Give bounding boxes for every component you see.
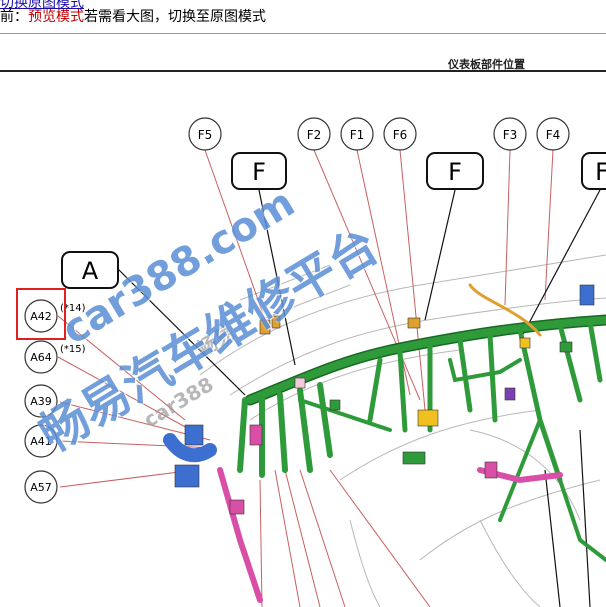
footnote-marker: (*15) bbox=[60, 344, 86, 355]
connector-circle-a41: A41 bbox=[24, 424, 58, 458]
connector-code: F3 bbox=[503, 128, 518, 142]
connector-circle-f5: F5 bbox=[188, 117, 222, 151]
callout-label: F bbox=[595, 158, 606, 186]
connector-circle-f3: F3 bbox=[493, 117, 527, 151]
callout-label: F bbox=[252, 158, 266, 186]
connector-circle-f6: F6 bbox=[383, 117, 417, 151]
connector-code: F1 bbox=[350, 128, 365, 142]
preview-notice: 前：预览模式若需看大图，切换至原图模式 bbox=[0, 6, 266, 26]
connector-code: F6 bbox=[393, 128, 408, 142]
connector-code: A41 bbox=[30, 435, 52, 448]
preview-mode-label: 预览模式 bbox=[28, 9, 84, 25]
callout-box-f-3: F bbox=[581, 152, 606, 190]
footnote-marker: (*14) bbox=[60, 303, 86, 314]
wire-harness bbox=[163, 283, 606, 603]
diagram-title: 仪表板部件位置 bbox=[448, 58, 525, 71]
connector-circle-f1: F1 bbox=[340, 117, 374, 151]
connector-circle-a42: A42 bbox=[24, 299, 58, 333]
connector-circle-f2: F2 bbox=[297, 117, 331, 151]
dashboard-outline bbox=[199, 254, 606, 607]
separator-line bbox=[0, 33, 606, 34]
connector-circle-a64: A64 bbox=[24, 340, 58, 374]
callout-label: A bbox=[82, 257, 99, 285]
connector-code: A57 bbox=[30, 481, 52, 494]
connector-code: F2 bbox=[307, 128, 322, 142]
callout-label: F bbox=[448, 158, 462, 186]
preview-mode-link[interactable]: 切换原图模式 bbox=[0, 0, 84, 11]
callout-box-a: A bbox=[61, 251, 119, 289]
connector-circle-a39: A39 bbox=[24, 384, 58, 418]
connector-circle-f4: F4 bbox=[536, 117, 570, 151]
black-leader-lines bbox=[117, 189, 601, 607]
connector-code: A64 bbox=[30, 351, 52, 364]
harness-connectors bbox=[174, 284, 595, 515]
callout-box-f-1: F bbox=[231, 152, 287, 190]
notice-text: 若需看大图，切换至原图模式 bbox=[84, 9, 266, 25]
connector-code: A42 bbox=[30, 310, 52, 323]
connector-code: A39 bbox=[30, 395, 52, 408]
connector-code: F5 bbox=[198, 128, 213, 142]
callout-box-f-2: F bbox=[426, 152, 484, 190]
leader-lines bbox=[57, 149, 554, 607]
notice-prefix: 前： bbox=[0, 9, 28, 25]
connector-code: F4 bbox=[546, 128, 561, 142]
connector-circle-a57: A57 bbox=[24, 470, 58, 504]
diagram-header-rule bbox=[0, 70, 606, 72]
selection-highlight bbox=[16, 288, 66, 340]
